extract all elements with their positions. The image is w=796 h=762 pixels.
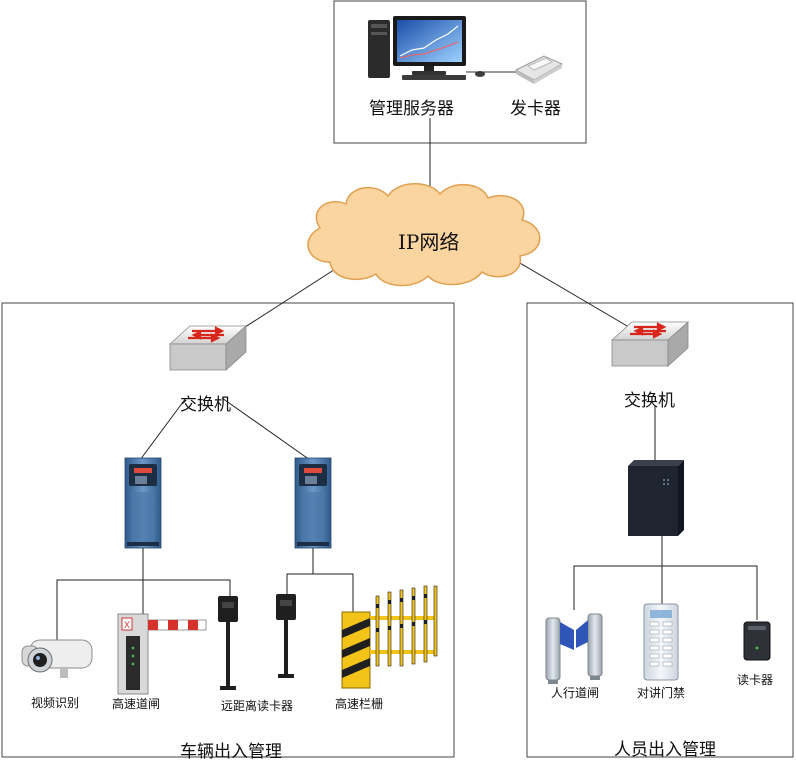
card-issuer-device [514, 55, 564, 84]
vehicle-frame [1, 302, 455, 758]
monitor-screen [397, 20, 462, 62]
card-issuer-label: 发卡器 [510, 99, 561, 119]
fence-label: 高速栏栅 [335, 697, 384, 711]
long-reader-label: 远距离读卡器 [221, 699, 294, 713]
svg-text:X: X [124, 620, 130, 630]
parking-kiosk-left [124, 457, 162, 549]
network-label: IP网络 [398, 230, 460, 254]
turnstile-icon [545, 613, 603, 684]
reader-label: 读卡器 [737, 673, 774, 687]
personnel-frame [526, 302, 794, 758]
personnel-switch-label: 交换机 [624, 391, 675, 411]
parking-kiosk-right [294, 457, 332, 549]
server-frame [333, 0, 587, 144]
turnstile-label: 人行道闸 [551, 686, 600, 700]
camera-icon [21, 639, 93, 678]
barrier-gate-icon: X [117, 613, 207, 695]
ip-network-cloud [307, 183, 541, 287]
card-reader-icon [743, 621, 771, 661]
access-controller-icon [628, 460, 684, 536]
fence-barrier-icon [341, 585, 438, 689]
gate-label: 高速道闸 [112, 697, 161, 711]
vehicle-switch-label: 交换机 [180, 395, 231, 415]
camera-label: 视频识别 [31, 696, 80, 710]
server-computer [368, 16, 520, 80]
personnel-section-title: 人员出入管理 [614, 740, 716, 760]
long-range-reader-left-icon [276, 594, 296, 678]
server-label: 管理服务器 [369, 99, 454, 119]
connection-lines [56, 118, 758, 640]
vehicle-section-title: 车辆出入管理 [180, 742, 282, 762]
personnel-switch-icon [610, 321, 690, 367]
vehicle-switch-icon [168, 325, 248, 371]
intercom-label: 对讲门禁 [637, 686, 686, 700]
long-range-reader-right-icon [218, 596, 238, 690]
intercom-icon [643, 603, 679, 681]
pc-tower [368, 20, 390, 78]
keyboard [402, 75, 466, 80]
